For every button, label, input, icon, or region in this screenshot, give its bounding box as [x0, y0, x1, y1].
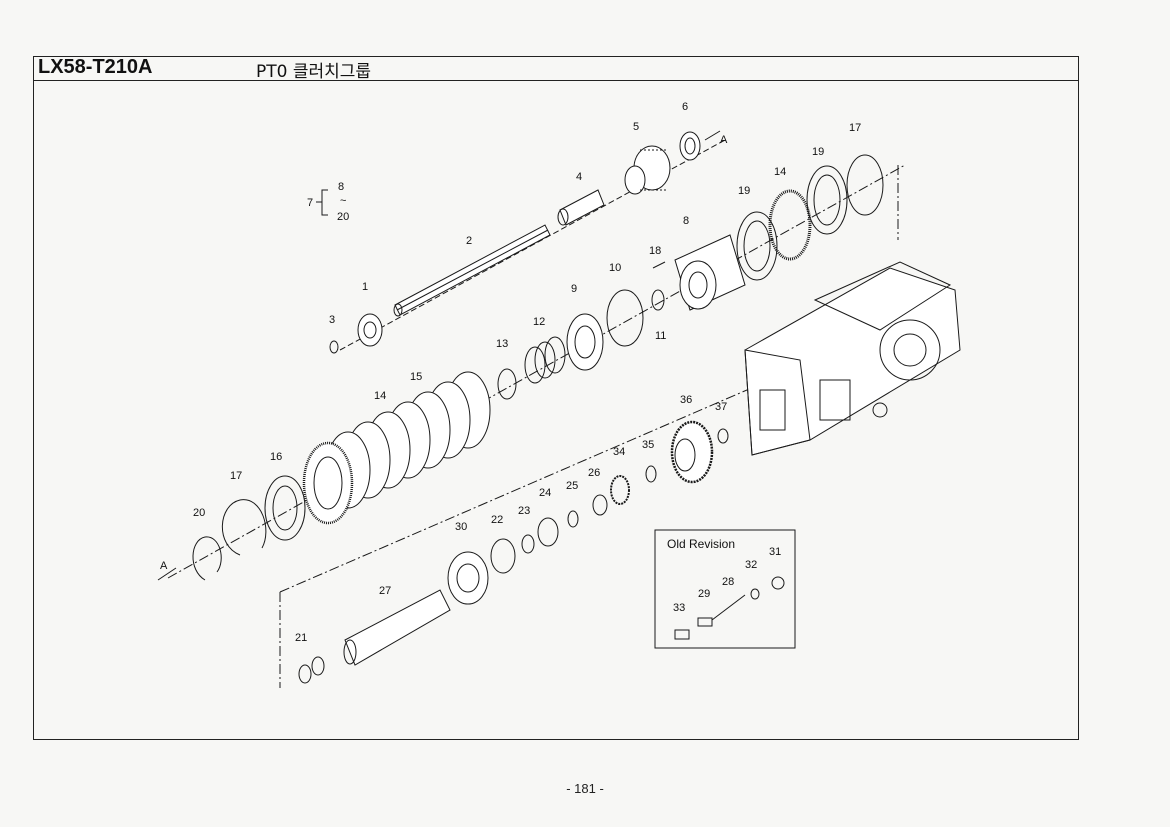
part-35-ring [645, 465, 657, 483]
callout-9: 9 [571, 283, 577, 295]
callout-25: 25 [566, 480, 578, 492]
callout-15: 15 [410, 371, 422, 383]
group-bracket [321, 189, 328, 216]
header-divider [33, 80, 1079, 81]
part-13-ring [497, 368, 517, 400]
model-code: LX58-T210A [38, 56, 153, 78]
part-27-output-shaft [343, 589, 451, 666]
callout-5: 5 [633, 121, 639, 133]
callout-17: 17 [230, 470, 242, 482]
callout-6: 6 [682, 101, 688, 113]
drawing-frame [33, 56, 1079, 740]
callout-29: 29 [698, 588, 710, 600]
callout-12: 12 [533, 316, 545, 328]
part-14-15-plate-stack [302, 371, 491, 525]
part-8-clutch-drum [674, 234, 746, 311]
part-1-bearing [357, 313, 383, 347]
callout-4: 4 [576, 171, 582, 183]
part-10-ring [606, 289, 644, 347]
old-revision-box [654, 529, 796, 649]
callout-36: 36 [680, 394, 692, 406]
part-3-ring [329, 340, 339, 354]
group-note-mid: ~ [340, 195, 346, 207]
axis-line-main [167, 164, 906, 579]
part-17-snap-lower [221, 499, 267, 556]
arrow-label-a-left: A [160, 560, 168, 572]
part-6-bearing [679, 131, 701, 161]
callout-23: 23 [518, 505, 530, 517]
part-4-sleeve [557, 189, 605, 226]
part-23-ring [521, 534, 535, 554]
part-11-ring [651, 289, 665, 311]
transmission-housing [744, 261, 961, 456]
callout-24: 24 [539, 487, 551, 499]
part-24-bearing [537, 517, 559, 547]
callout-2: 2 [466, 235, 472, 247]
old-revision-title: Old Revision [667, 537, 735, 551]
arrow-label-a-top: A [720, 134, 728, 146]
axis-line-lower [279, 379, 771, 593]
part-36-gear [670, 420, 714, 484]
callout-11: 11 [655, 330, 666, 342]
part-22-bearing [490, 538, 516, 574]
callout-33: 33 [673, 602, 685, 614]
callout-32: 32 [745, 559, 757, 571]
callout-14: 14 [374, 390, 386, 402]
part-26-ring [592, 494, 608, 516]
part-12-spring [524, 336, 566, 384]
arrow-a-top [704, 130, 721, 141]
callout-16: 16 [270, 451, 282, 463]
callout-1: 1 [362, 281, 368, 293]
callout-31: 31 [769, 546, 781, 558]
callout-26: 26 [588, 467, 600, 479]
callout-21: 21 [295, 632, 307, 644]
callout-35: 35 [642, 439, 654, 451]
part-2-shaft [393, 224, 551, 317]
part-21-ring [298, 664, 312, 684]
part-37-bush [717, 428, 729, 444]
part-19-plate-b [806, 165, 848, 235]
part-25-ring [567, 510, 579, 528]
group-note-bottom: 20 [337, 211, 349, 223]
group-note-main: 7 [307, 197, 313, 209]
part-34-gear [610, 475, 630, 505]
callout-3: 3 [329, 314, 335, 326]
part-14-friction-upper [768, 189, 812, 261]
part-17-snap-upper [846, 154, 884, 216]
old-revision-parts [674, 576, 785, 640]
part-16-plate [264, 475, 306, 541]
part-5-gear-hub [624, 145, 671, 195]
callout-10: 10 [609, 262, 621, 274]
callout-8: 8 [683, 215, 689, 227]
callout-14-b: 14 [774, 166, 786, 178]
part-18-pin [652, 261, 666, 269]
callout-28: 28 [722, 576, 734, 588]
part-19-plate-a [736, 211, 778, 281]
group-note-top: 8 [338, 181, 344, 193]
callout-30: 30 [455, 521, 467, 533]
group-title: PT0 클러치그룹 [256, 62, 372, 82]
callout-37: 37 [715, 401, 727, 413]
part-30-bearing [447, 551, 489, 605]
callout-22: 22 [491, 514, 503, 526]
page-number: - 181 - [566, 781, 604, 796]
callout-20: 20 [193, 507, 205, 519]
arrow-a-left [157, 567, 177, 581]
part-9-piston [566, 313, 604, 371]
part-20-snap [192, 536, 222, 581]
callout-27: 27 [379, 585, 391, 597]
callout-18: 18 [649, 245, 661, 257]
callout-19-b: 19 [812, 146, 824, 158]
callout-19: 19 [738, 185, 750, 197]
callout-17-b: 17 [849, 122, 861, 134]
callout-13: 13 [496, 338, 508, 350]
callout-34: 34 [613, 446, 625, 458]
